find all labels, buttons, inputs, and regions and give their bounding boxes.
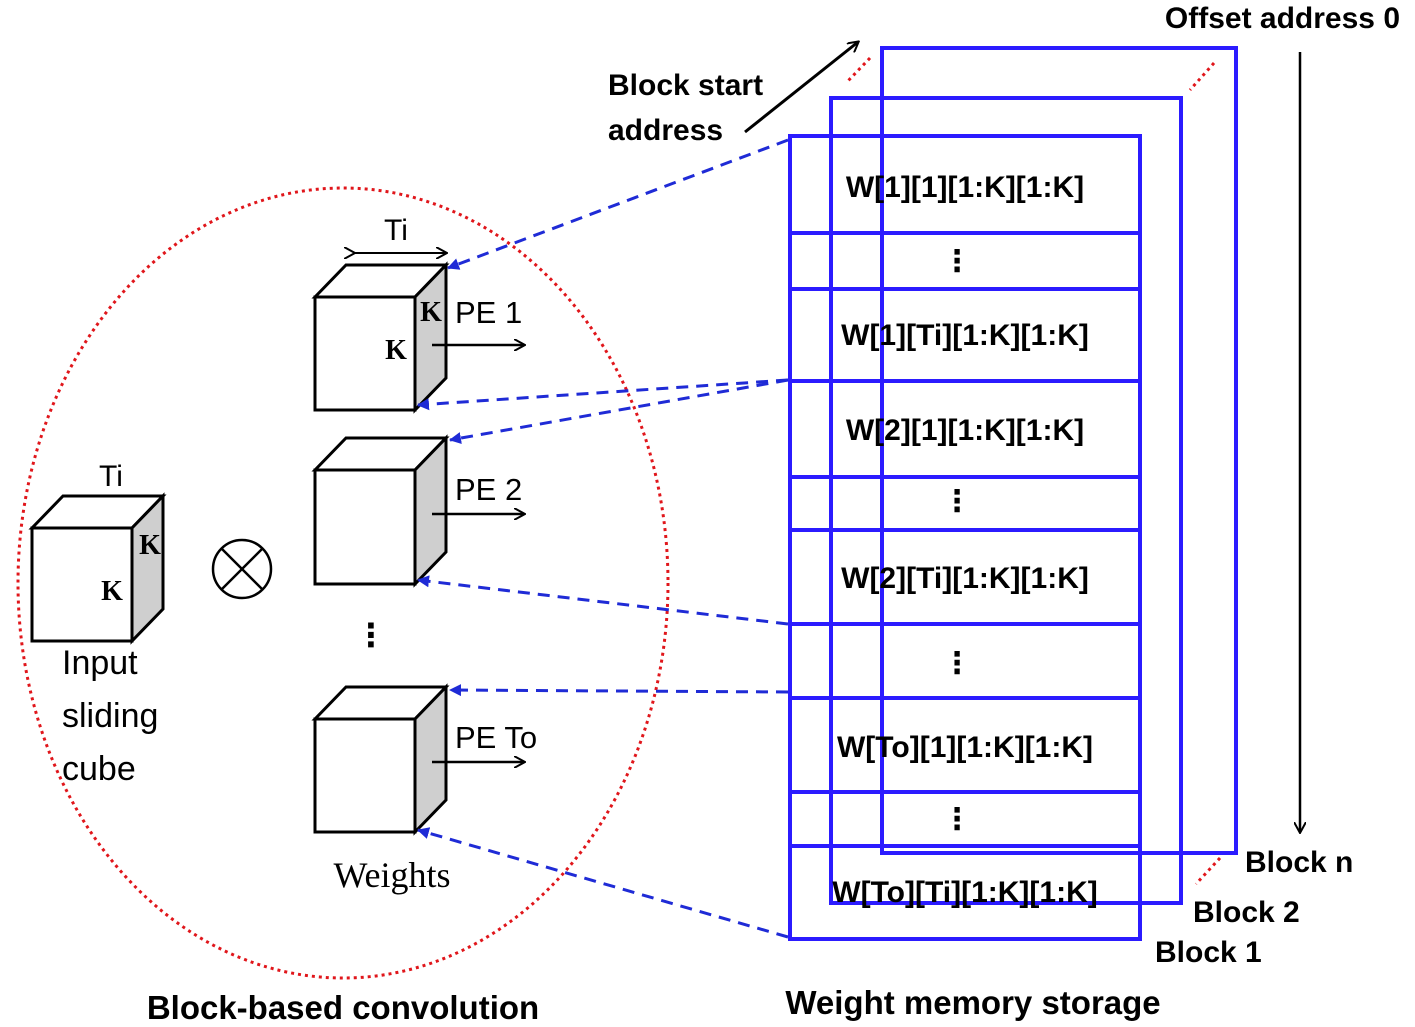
convolution-ellipse: [16, 186, 670, 980]
block-start-label-line2: address: [608, 114, 723, 147]
memory-row-dividers: [790, 231, 1140, 848]
block-depth-connectors: [844, 56, 1222, 886]
offset-address-label: Offset address 0: [1165, 2, 1400, 35]
pe-2-label: PE 2: [455, 472, 522, 507]
cube-ellipsis: ⋮: [355, 617, 387, 653]
weights-dim-k-side: K: [420, 297, 442, 328]
memory-row-ellipsis-4: ⋮: [942, 803, 972, 836]
mapping-arrow-5: [449, 684, 789, 697]
mapping-arrow-1: [447, 138, 789, 270]
weight-cube-1: [311, 261, 450, 414]
input-dim-k-front: K: [101, 576, 123, 607]
input-dim-top: Ti: [99, 460, 123, 493]
mapping-arrow-3: [449, 378, 789, 444]
weight-cube-to: [311, 683, 450, 836]
input-cube: [28, 492, 167, 645]
input-dim-k-side: K: [139, 530, 161, 561]
mapping-arrow-6: [417, 827, 789, 939]
memory-block-n: [880, 46, 1238, 855]
mapping-arrow-4: [417, 575, 789, 626]
memory-block-1: [788, 134, 1142, 941]
pe-1-label: PE 1: [455, 295, 522, 330]
memory-row-4: W[2][Ti][1:K][1:K]: [841, 562, 1089, 595]
block-start-arrow: [744, 42, 858, 134]
block-1-label: Block 1: [1155, 936, 1262, 969]
pe-to-label: PE To: [455, 720, 537, 755]
mapping-arrow-2: [417, 378, 789, 411]
block-2-label: Block 2: [1193, 896, 1300, 929]
convolution-operator-icon: [211, 538, 273, 600]
weights-label: Weights: [333, 855, 450, 895]
input-label-line3: cube: [62, 750, 136, 788]
input-label-line2: sliding: [62, 697, 158, 735]
memory-block-2: [829, 96, 1183, 905]
memory-row-1: W[1][1][1:K][1:K]: [846, 171, 1084, 204]
convolution-title: Block-based convolution: [147, 989, 539, 1026]
memory-row-5: W[To][1][1:K][1:K]: [837, 731, 1093, 764]
memory-row-ellipsis-1: ⋮: [942, 245, 972, 278]
memory-row-ellipsis-3: ⋮: [942, 647, 972, 680]
weights-dim-k-front: K: [385, 335, 407, 366]
block-start-label-line1: Block start: [608, 69, 763, 102]
weight-cube-2: [311, 434, 450, 588]
memory-row-3: W[2][1][1:K][1:K]: [846, 414, 1084, 447]
memory-row-2: W[1][Ti][1:K][1:K]: [841, 319, 1089, 352]
input-label-line1: Input: [62, 644, 138, 682]
memory-title: Weight memory storage: [785, 984, 1160, 1021]
block-n-label: Block n: [1245, 846, 1353, 879]
mapping-arrows: [417, 138, 789, 939]
memory-row-ellipsis-2: ⋮: [942, 485, 972, 518]
memory-blocks: [788, 46, 1238, 941]
weights-dim-top: Ti: [384, 214, 408, 247]
memory-row-6: W[To][Ti][1:K][1:K]: [832, 876, 1097, 909]
